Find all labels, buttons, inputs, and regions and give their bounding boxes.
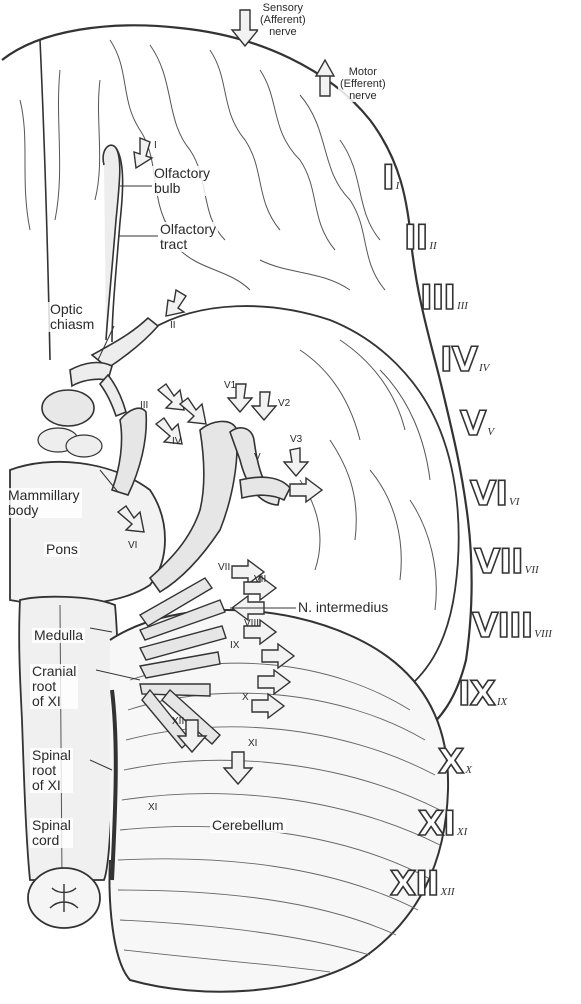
mammillary-body-shape [42, 390, 94, 426]
label-n-intermedius: N. intermedius [296, 600, 390, 615]
tag-nerve-vi: VI [128, 540, 137, 551]
tag-nerve-ii: II [170, 320, 176, 331]
tag-nerve-xii: XII [172, 716, 184, 727]
label-olfactory-bulb: Olfactory bulb [152, 166, 212, 196]
tag-nerve-x: X [242, 692, 249, 703]
label-cranial-root-xi: Cranial root of XI [30, 664, 78, 709]
tag-nerve-xi-b: XI [148, 802, 157, 813]
tag-nerve-v2: V2 [278, 398, 290, 409]
label-olfactory-tract: Olfactory tract [158, 222, 218, 252]
tag-nerve-vii-b: VII [254, 574, 266, 585]
label-optic-chiasm: Optic chiasm [48, 302, 96, 332]
tag-nerve-viii: VIII [244, 618, 259, 629]
tag-nerve-iii: III [140, 400, 148, 411]
tag-nerve-i: I [154, 140, 157, 151]
tag-nerve-xi-a: XI [248, 738, 257, 749]
tag-nerve-v3: V3 [290, 434, 302, 445]
legend-motor-label: Motor (Efferent) nerve [338, 66, 388, 102]
label-spinal-root-xi: Spinal root of XI [30, 748, 73, 793]
label-cerebellum: Cerebellum [210, 818, 286, 833]
label-medulla: Medulla [32, 628, 85, 643]
tag-nerve-v: V [254, 452, 261, 463]
label-mammillary-body: Mammillary body [6, 488, 82, 518]
label-spinal-cord: Spinal cord [30, 818, 73, 848]
tag-nerve-v1: V1 [224, 380, 236, 391]
tag-nerve-iv: IV [172, 436, 181, 447]
label-pons: Pons [44, 542, 80, 557]
legend-sensory-label: Sensory (Afferent) nerve [258, 2, 308, 38]
olfactory-tract-shape [103, 145, 120, 340]
tag-nerve-ix: IX [230, 640, 239, 651]
pons-shape [10, 462, 165, 605]
tag-nerve-vii-a: VII [218, 562, 230, 573]
